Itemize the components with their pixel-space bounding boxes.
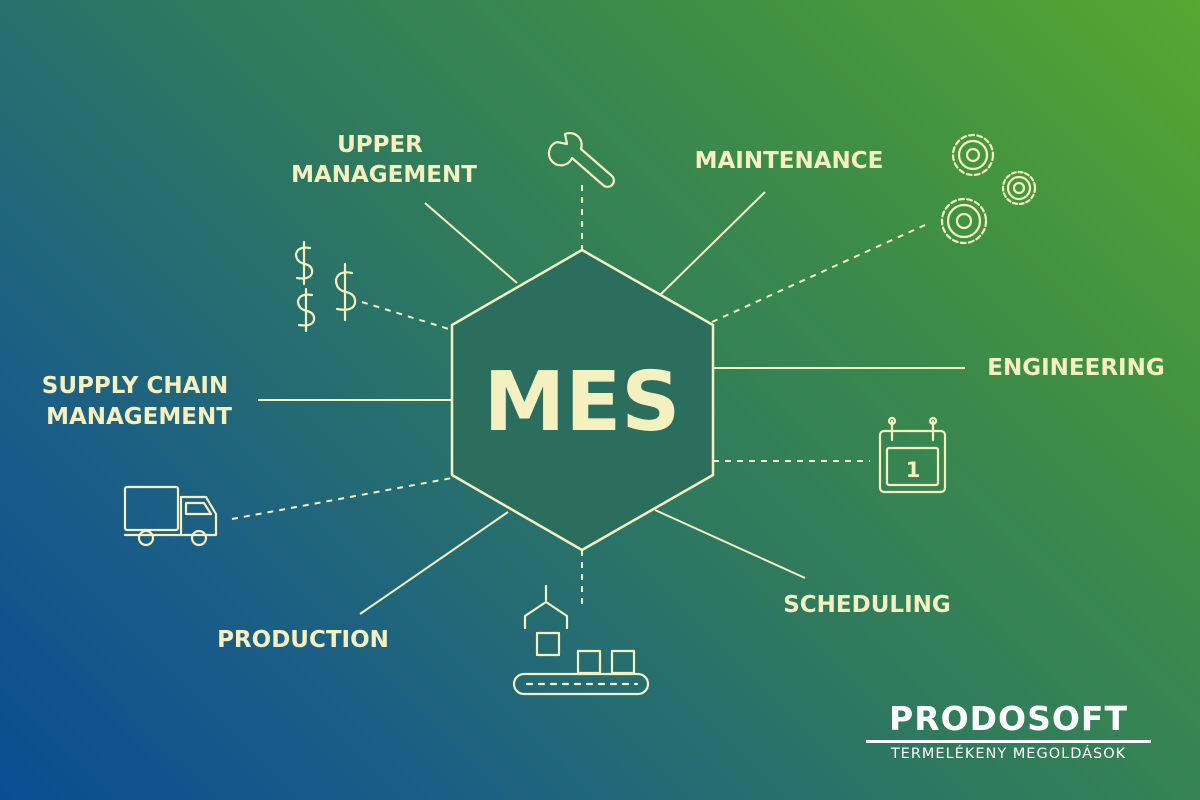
dashed-connector-truck <box>231 477 453 520</box>
mes-hexagon <box>450 248 715 552</box>
conveyor-robot-icon <box>512 584 650 696</box>
truck-icon <box>123 485 218 547</box>
label-maintenance: MAINTENANCE <box>695 148 884 174</box>
gears-icon <box>940 133 1037 245</box>
prodosoft-logo: PRODOSOFT TERMELÉKENY MEGOLDÁSOK <box>866 700 1151 762</box>
brand-tagline: TERMELÉKENY MEGOLDÁSOK <box>890 746 1127 762</box>
connector-maintenance <box>659 191 766 296</box>
dashed-connector-gears <box>711 224 926 323</box>
dollar-icon <box>294 240 357 333</box>
wrench-icon <box>547 131 615 188</box>
label-supply-chain-line1: SUPPLY CHAIN <box>42 373 228 399</box>
label-upper-management-line1: UPPER <box>337 132 423 158</box>
mes-title: MES <box>484 355 681 450</box>
label-supply-chain: SUPPLY CHAIN MANAGEMENT <box>42 373 236 430</box>
label-production: PRODUCTION <box>217 627 389 653</box>
dashed-connector-dollar <box>361 301 453 331</box>
connector-production <box>359 511 509 615</box>
label-upper-management-line2: MANAGEMENT <box>291 162 477 188</box>
label-supply-chain-line2: MANAGEMENT <box>46 404 232 430</box>
brand-name: PRODOSOFT <box>866 700 1151 743</box>
connector-upper-management <box>424 202 518 284</box>
connector-scheduling <box>654 509 806 579</box>
calendar-icon <box>878 416 947 494</box>
label-engineering: ENGINEERING <box>987 355 1164 381</box>
label-upper-management: UPPER MANAGEMENT <box>291 132 477 188</box>
label-scheduling: SCHEDULING <box>783 592 951 618</box>
calendar-day-number: 1 <box>906 458 921 482</box>
